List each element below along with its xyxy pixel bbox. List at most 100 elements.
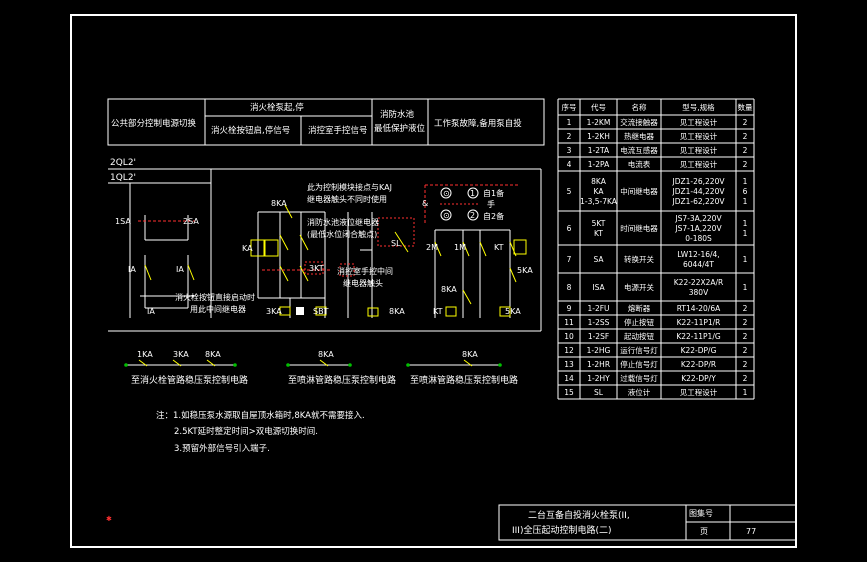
selector-switch-group <box>424 184 527 318</box>
parts-cell-4-3: JDZ1-62,220V <box>672 197 726 206</box>
label-5ka-2: 5KA <box>505 307 521 316</box>
parts-cell-3-1: 1-2PA <box>588 160 610 169</box>
parts-cell-4-0: 5 <box>567 187 572 196</box>
parts-cell-5-0: 6 <box>567 224 572 233</box>
circle-c-1: ⊙ <box>443 189 450 198</box>
parts-cell-7-0: 8 <box>567 283 572 292</box>
parts-cell-6-4: 1 <box>743 255 748 264</box>
circle-a-1: 1 <box>470 189 475 198</box>
label-3kt: 3KT <box>309 264 324 273</box>
page-label: 页 <box>700 527 708 536</box>
bottom-c1-contact-3: 8KA <box>205 350 221 359</box>
bottom-c2-contact: 8KA <box>318 350 334 359</box>
parts-cell-12-3: K22-DP/R <box>681 360 716 369</box>
label-ia-3: IA <box>147 307 155 316</box>
parts-cell-5-1: KT <box>594 229 603 238</box>
label-auto2: 自2备 <box>483 211 504 221</box>
parts-cell-0-4: 2 <box>743 118 748 127</box>
annot-fire-btn-1: 消火栓按钮直接启动时 <box>175 292 255 302</box>
parts-cell-0-1: 1-2KM <box>587 118 611 127</box>
header-col2-top: 消火栓泵起,停 <box>250 102 304 113</box>
header-col1: 公共部分控制电源切换 <box>111 118 197 129</box>
label-sbt: SBT <box>313 307 329 316</box>
annot-ctrl-room-2: 继电器触头 <box>343 278 383 288</box>
bus-lines <box>108 168 542 332</box>
bottom-c1-contact-2: 3KA <box>173 350 189 359</box>
parts-cell-13-4: 2 <box>743 374 748 383</box>
atlas-label: 图集号 <box>689 508 713 518</box>
switch-1sa-group <box>138 215 196 309</box>
parts-cell-10-2: 起动按钮 <box>624 331 654 341</box>
title-line-2: III)全压起动控制电路(二) <box>512 524 612 536</box>
parts-cell-5-3: 0-180S <box>685 234 712 243</box>
parts-cell-3-0: 4 <box>567 160 572 169</box>
parts-cell-2-3: 见工程设计 <box>680 145 718 155</box>
parts-cell-11-1: 1-2HG <box>587 346 611 355</box>
terminal-block <box>296 307 304 315</box>
title-line-1: 二台互备自投消火栓泵(II, <box>528 509 630 521</box>
parts-cell-13-2: 过载信号灯 <box>620 373 658 383</box>
parts-cell-12-1: 1-2HR <box>587 360 610 369</box>
parts-cell-9-3: K22-11P1/R <box>677 318 721 327</box>
parts-cell-12-0: 13 <box>564 360 574 369</box>
parts-cell-0-0: 1 <box>567 118 572 127</box>
label-sa-amp: & <box>422 199 428 208</box>
annot-fire-btn-2: 用此中间继电器 <box>190 304 246 314</box>
bottom-c3-label: 至喷淋管路稳压泵控制电路 <box>410 374 518 386</box>
parts-cell-8-1: 1-2FU <box>587 304 609 313</box>
parts-cell-10-1: 1-2SF <box>588 332 609 341</box>
parts-cell-11-2: 运行信号灯 <box>620 345 658 355</box>
note-line-1: 注：1.如稳压泵水源取自屋顶水箱时,8KA就不需要接入. <box>156 410 365 421</box>
circle-c-2: ⊙ <box>443 211 450 220</box>
parts-cell-10-0: 10 <box>564 332 574 341</box>
parts-cell-14-3: 见工程设计 <box>680 387 718 397</box>
parts-cell-1-3: 见工程设计 <box>680 131 718 141</box>
parts-cell-6-3: LW12-16/4, <box>677 250 719 259</box>
bottom-c2-label: 至喷淋管路稳压泵控制电路 <box>288 374 396 386</box>
parts-cell-13-0: 14 <box>564 374 574 383</box>
label-ka: KA <box>242 244 253 253</box>
header-col4: 工作泵故障,备用泵自投 <box>434 118 522 129</box>
page-value: 77 <box>746 527 756 536</box>
parts-cell-8-4: 2 <box>743 304 748 313</box>
parts-cell-5-3: JS7-3A,220V <box>674 214 722 223</box>
parts-cell-7-1: ISA <box>592 283 605 292</box>
parts-cell-9-0: 11 <box>564 318 574 327</box>
label-kt: KT <box>494 243 504 252</box>
parts-table <box>557 98 755 400</box>
label-2m: 2M <box>426 243 438 252</box>
parts-cell-4-4: 1 <box>743 177 748 186</box>
parts-cell-6-1: SA <box>593 255 604 264</box>
header-table <box>107 98 545 146</box>
parts-cell-14-0: 15 <box>564 388 574 397</box>
parts-cell-7-3: K22-22X2A/R <box>674 278 724 287</box>
label-1sa: 1SA <box>115 217 131 226</box>
parts-cell-3-2: 电流表 <box>628 159 651 169</box>
parts-cell-6-0: 7 <box>567 255 572 264</box>
parts-cell-14-4: 1 <box>743 388 748 397</box>
parts-cell-12-2: 停止信号灯 <box>620 359 658 369</box>
parts-header-2: 名称 <box>632 102 647 112</box>
origin-mark-icon: ✱ <box>106 515 112 523</box>
label-2sa: 2SA <box>183 217 199 226</box>
parts-cell-11-3: K22-DP/G <box>681 346 717 355</box>
parts-cell-10-4: 2 <box>743 332 748 341</box>
parts-cell-4-3: JDZ1-44,220V <box>672 187 726 196</box>
parts-cell-8-2: 熔断器 <box>628 303 651 313</box>
parts-cell-0-3: 见工程设计 <box>680 117 718 127</box>
parts-cell-2-4: 2 <box>743 146 748 155</box>
parts-cell-10-3: K22-11P1/G <box>676 332 721 341</box>
header-col2-sub2: 消控室手控信号 <box>308 125 368 136</box>
parts-cell-14-1: SL <box>594 388 604 397</box>
label-sl: SL <box>391 239 401 248</box>
parts-cell-13-3: K22-DP/Y <box>681 374 716 383</box>
drawing-sheet-border <box>70 14 797 548</box>
parts-header-4: 数量 <box>738 102 753 112</box>
parts-cell-2-1: 1-2TA <box>588 146 610 155</box>
note-line-3: 3.预留外部信号引入端子. <box>174 443 270 454</box>
bottom-c1-label: 至消火栓管路稳压泵控制电路 <box>131 374 248 386</box>
parts-header-3: 型号,规格 <box>682 102 715 112</box>
parts-cell-4-1: KA <box>594 187 605 196</box>
parts-cell-9-4: 2 <box>743 318 748 327</box>
label-8ka: 8KA <box>271 199 287 208</box>
